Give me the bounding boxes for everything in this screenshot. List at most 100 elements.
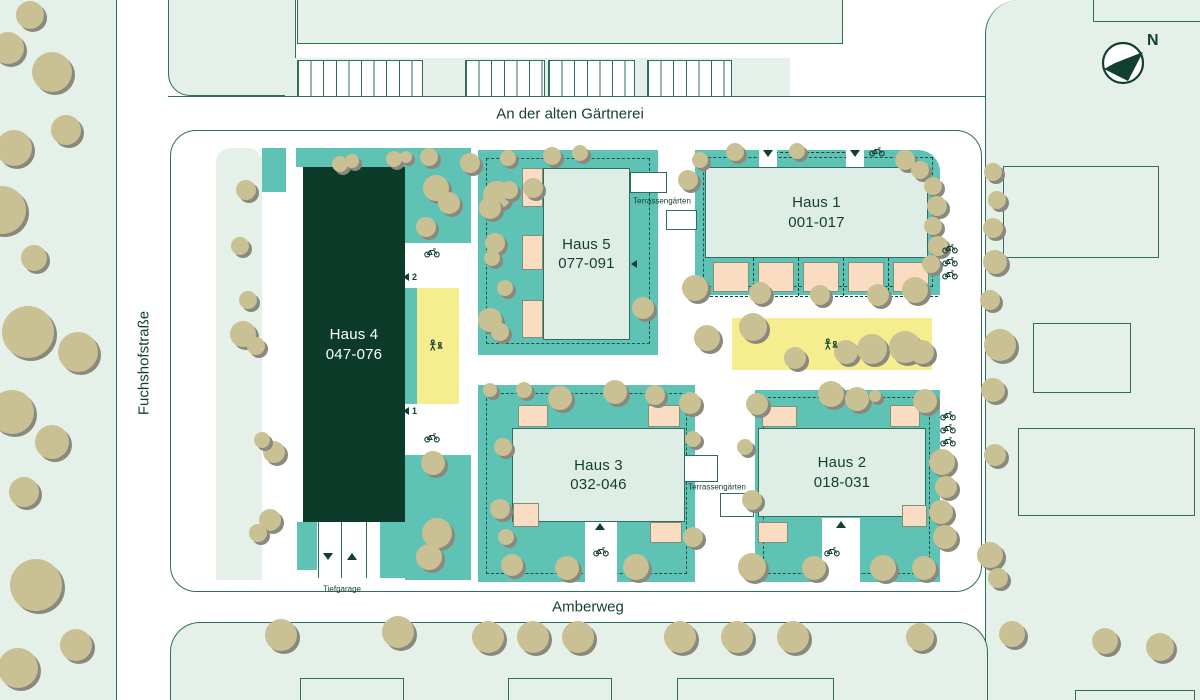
tree-icon bbox=[517, 621, 549, 653]
bicycle-icon bbox=[424, 247, 440, 258]
house-name: Haus 3 bbox=[574, 456, 623, 474]
tree-icon bbox=[497, 280, 513, 296]
tree-icon bbox=[984, 444, 1006, 466]
playground-area bbox=[417, 288, 459, 404]
tree-icon bbox=[999, 621, 1025, 647]
tree-icon bbox=[490, 499, 510, 519]
bicycle-icon bbox=[824, 546, 840, 557]
tree-icon bbox=[929, 449, 955, 475]
tree-icon bbox=[51, 115, 81, 145]
tree-icon bbox=[416, 544, 442, 570]
tree-icon bbox=[422, 518, 452, 548]
tree-icon bbox=[386, 151, 402, 167]
tree-icon bbox=[869, 390, 881, 402]
terrassengaerten-label-south: Terrassengärten bbox=[688, 482, 746, 492]
playground-icon bbox=[824, 338, 839, 351]
tree-icon bbox=[927, 196, 947, 216]
tree-icon bbox=[472, 621, 504, 653]
tree-icon bbox=[35, 425, 69, 459]
neighbor-building bbox=[1075, 690, 1195, 700]
terrace-patch bbox=[713, 262, 749, 292]
terrace-patch bbox=[902, 505, 927, 527]
parking-stalls bbox=[297, 60, 423, 97]
tree-icon bbox=[543, 147, 561, 165]
tree-icon bbox=[32, 52, 72, 92]
neighbor-building bbox=[1018, 428, 1195, 516]
parking-stalls bbox=[465, 60, 545, 97]
tree-icon bbox=[572, 145, 588, 161]
tree-icon bbox=[867, 284, 889, 306]
arrow-up-icon bbox=[595, 523, 605, 530]
bicycle-icon bbox=[940, 423, 956, 434]
green-area-east bbox=[985, 0, 1200, 700]
tree-icon bbox=[516, 382, 532, 398]
tree-icon bbox=[910, 340, 934, 364]
terrace-patch bbox=[518, 405, 548, 427]
corner-parcel-north bbox=[168, 0, 296, 96]
bicycle-icon bbox=[593, 546, 609, 557]
tree-icon bbox=[0, 648, 38, 688]
tree-icon bbox=[692, 152, 708, 168]
tree-icon bbox=[924, 217, 942, 235]
house-name: Haus 4 bbox=[329, 326, 379, 343]
neighbor-building bbox=[1033, 323, 1131, 393]
tree-icon bbox=[749, 282, 771, 304]
terrace-garden-box bbox=[630, 172, 667, 193]
street-label-bottom: Amberweg bbox=[552, 598, 624, 616]
tree-icon bbox=[500, 150, 516, 166]
tree-icon bbox=[263, 441, 285, 463]
north-building bbox=[297, 0, 843, 44]
teal-court bbox=[262, 148, 286, 192]
tree-icon bbox=[416, 217, 436, 237]
tree-icon bbox=[623, 554, 649, 580]
tree-icon bbox=[737, 439, 753, 455]
tree-icon bbox=[249, 524, 267, 542]
tree-icon bbox=[802, 556, 826, 580]
tree-icon bbox=[10, 559, 62, 611]
tree-icon bbox=[679, 392, 701, 414]
path-dashed bbox=[798, 258, 799, 296]
garage-lane-line bbox=[341, 522, 342, 578]
tree-icon bbox=[501, 554, 523, 576]
tree-icon bbox=[726, 143, 744, 161]
neighbor-building bbox=[508, 678, 612, 700]
terrace-garden-box bbox=[666, 210, 697, 230]
tree-icon bbox=[980, 290, 1000, 310]
tree-icon bbox=[870, 555, 896, 581]
tree-icon bbox=[683, 527, 703, 547]
tree-icon bbox=[911, 161, 929, 179]
tree-icon bbox=[632, 297, 654, 319]
tree-icon bbox=[988, 568, 1008, 588]
tree-icon bbox=[254, 432, 270, 448]
tree-icon bbox=[16, 1, 44, 29]
tree-icon bbox=[479, 197, 501, 219]
house-name: Haus 1 bbox=[792, 194, 841, 211]
terrace-patch bbox=[758, 262, 794, 292]
tree-icon bbox=[21, 245, 47, 271]
tiefgarage-label: Tiefgarage bbox=[323, 584, 361, 594]
terrace-patch bbox=[522, 235, 543, 270]
tree-icon bbox=[906, 623, 934, 651]
terrace-patch bbox=[522, 300, 543, 338]
tree-icon bbox=[857, 334, 887, 364]
tree-icon bbox=[977, 542, 1003, 568]
parking-stalls bbox=[647, 60, 732, 97]
paved-lane bbox=[822, 518, 860, 582]
tree-icon bbox=[924, 177, 942, 195]
north-label: N bbox=[1147, 32, 1159, 49]
tree-icon bbox=[265, 619, 297, 651]
tree-icon bbox=[0, 32, 24, 64]
teal-court bbox=[405, 288, 417, 404]
tree-icon bbox=[721, 621, 753, 653]
tree-icon bbox=[682, 275, 708, 301]
tree-icon bbox=[645, 385, 665, 405]
tree-icon bbox=[912, 556, 936, 580]
house-name: Haus 2 bbox=[817, 454, 867, 471]
tree-icon bbox=[247, 337, 265, 355]
arrow-down-icon bbox=[850, 150, 860, 157]
